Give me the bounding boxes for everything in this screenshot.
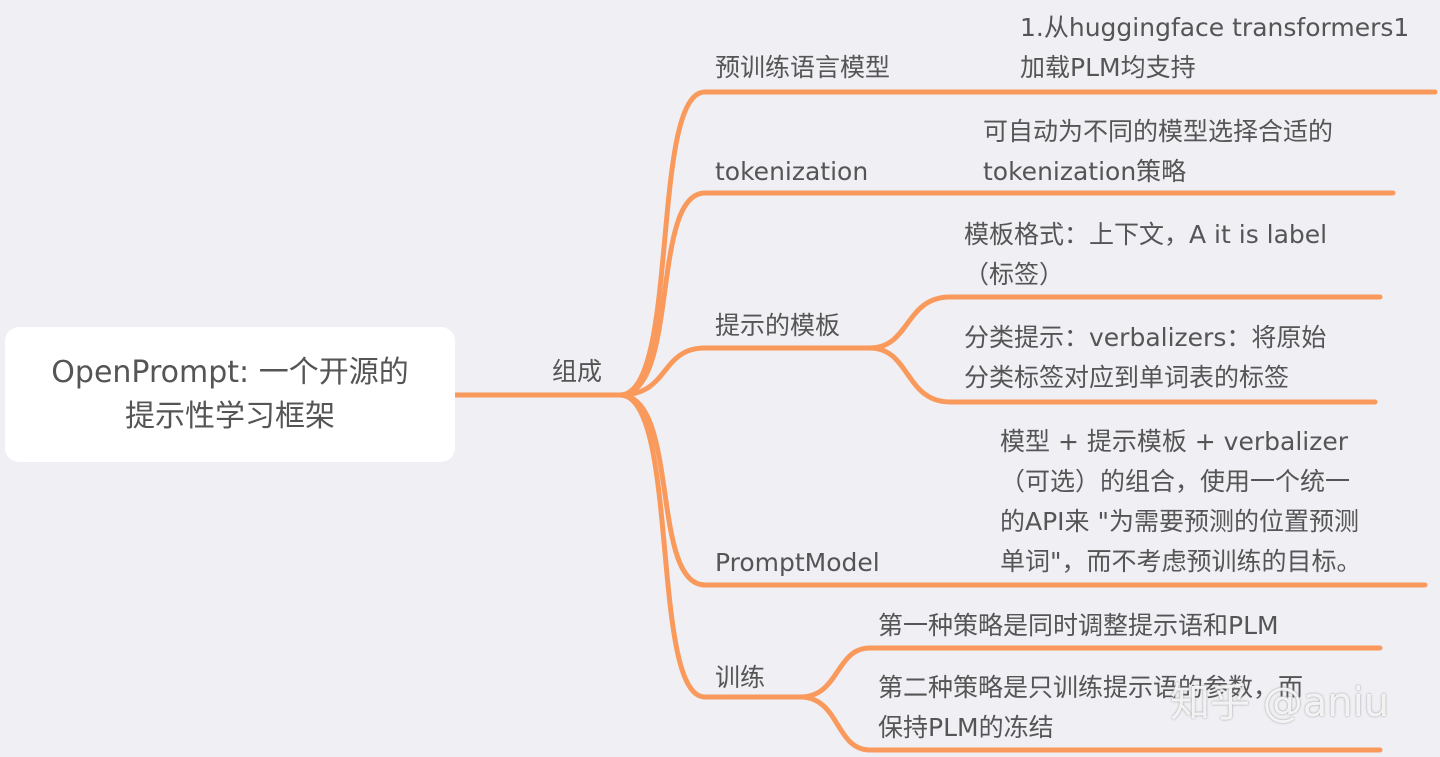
- child-line-template-1: [867, 294, 1383, 351]
- branch-line-pretrained: [617, 89, 1438, 398]
- root-node[interactable]: OpenPrompt: 一个开源的提示性学习框架: [5, 327, 455, 462]
- leaf-training-1[interactable]: 第一种策略是同时调整提示语和PLM: [878, 611, 1279, 640]
- branch-template[interactable]: 提示的模板: [715, 311, 841, 340]
- hub-label[interactable]: 组成: [552, 357, 603, 386]
- leaf-training-2[interactable]: 第二种策略是只训练提示语的参数，而保持PLM的冻结: [878, 673, 1304, 742]
- child-line-template-2: [867, 345, 1378, 405]
- leaf-template-format[interactable]: 模板格式：上下文，A it is label（标签）: [964, 220, 1328, 289]
- branch-line-tokenization: [617, 190, 1396, 398]
- child-line-training-1: [797, 645, 1383, 700]
- branch-line-promptmodel: [617, 392, 1428, 588]
- root-title-line1: OpenPrompt: 一个开源的: [51, 354, 409, 390]
- watermark: 知乎 @aniu: [1170, 680, 1390, 726]
- child-line-training-2: [797, 694, 1383, 753]
- branch-promptmodel[interactable]: PromptModel: [715, 548, 880, 577]
- branch-line-training: [617, 392, 803, 700]
- branch-pretrained[interactable]: 预训练语言模型: [715, 53, 891, 82]
- leaf-promptmodel[interactable]: 模型 + 提示模板 + verbalizer（可选）的组合，使用一个统一的API…: [1000, 427, 1362, 576]
- branch-training[interactable]: 训练: [715, 663, 766, 692]
- root-title-line2: 提示性学习框架: [125, 398, 335, 434]
- leaf-template-verbalizer[interactable]: 分类提示：verbalizers：将原始分类标签对应到单词表的标签: [964, 323, 1327, 392]
- branch-line-template: [617, 345, 873, 398]
- branch-tokenization[interactable]: tokenization: [715, 157, 869, 186]
